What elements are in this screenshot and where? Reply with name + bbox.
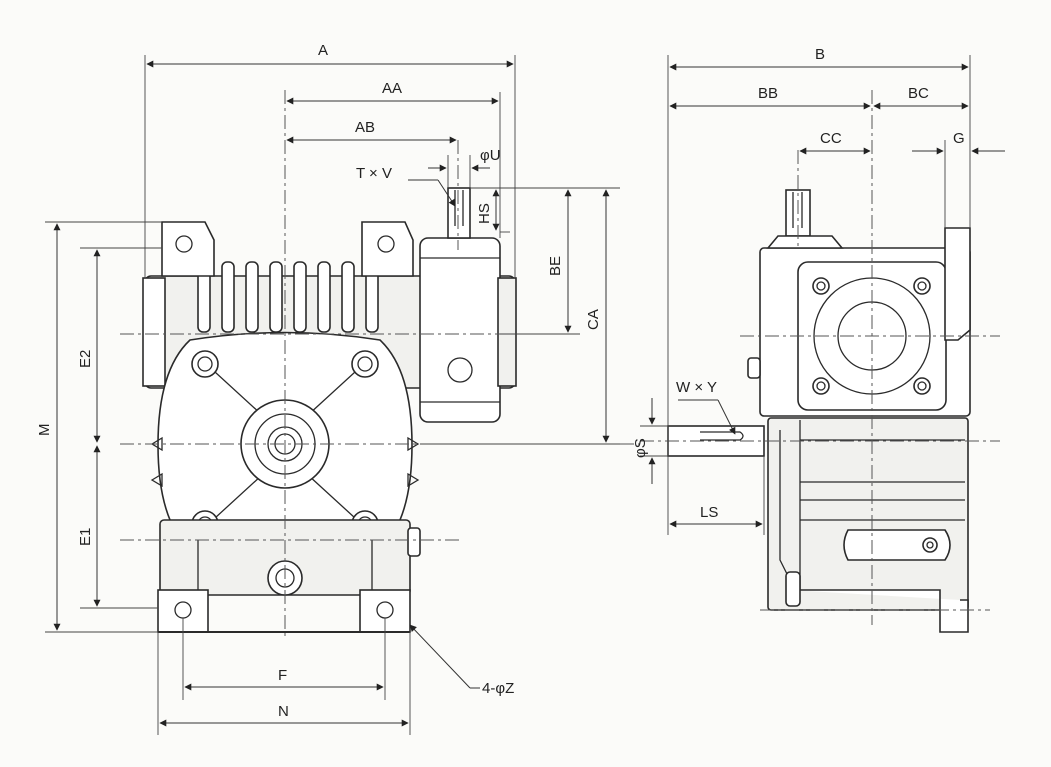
label-E1: E1 (77, 528, 94, 546)
label-WxY: W × Y (676, 379, 717, 396)
label-BC: BC (908, 85, 929, 102)
label-HS: HS (476, 203, 493, 224)
label-AA: AA (382, 80, 402, 97)
label-BB: BB (758, 85, 778, 102)
label-phiS: φS (632, 438, 649, 458)
side-dimensions (640, 55, 1005, 535)
label-phiU: φU (480, 147, 501, 164)
side-centerlines (640, 90, 1000, 625)
label-M: M (36, 424, 53, 437)
label-LS: LS (700, 504, 718, 521)
label-CC: CC (820, 130, 842, 147)
label-BE: BE (547, 256, 564, 276)
label-E2: E2 (77, 350, 94, 368)
label-B: B (815, 46, 825, 63)
label-AB: AB (355, 119, 375, 136)
label-CA: CA (585, 309, 602, 330)
label-4phiZ: 4-φZ (482, 680, 514, 697)
dimension-labels: A AA AB T × V φU HS BE CA M E2 E1 F N 4-… (36, 42, 965, 720)
label-G: G (953, 130, 965, 147)
label-N: N (278, 703, 289, 720)
front-dimensions (45, 55, 620, 735)
cooling-fins (197, 261, 379, 333)
front-view (142, 187, 517, 633)
side-view (667, 189, 971, 633)
front-centerlines (120, 90, 640, 640)
label-TxV: T × V (356, 165, 392, 182)
label-A: A (318, 42, 328, 59)
label-F: F (278, 667, 287, 684)
